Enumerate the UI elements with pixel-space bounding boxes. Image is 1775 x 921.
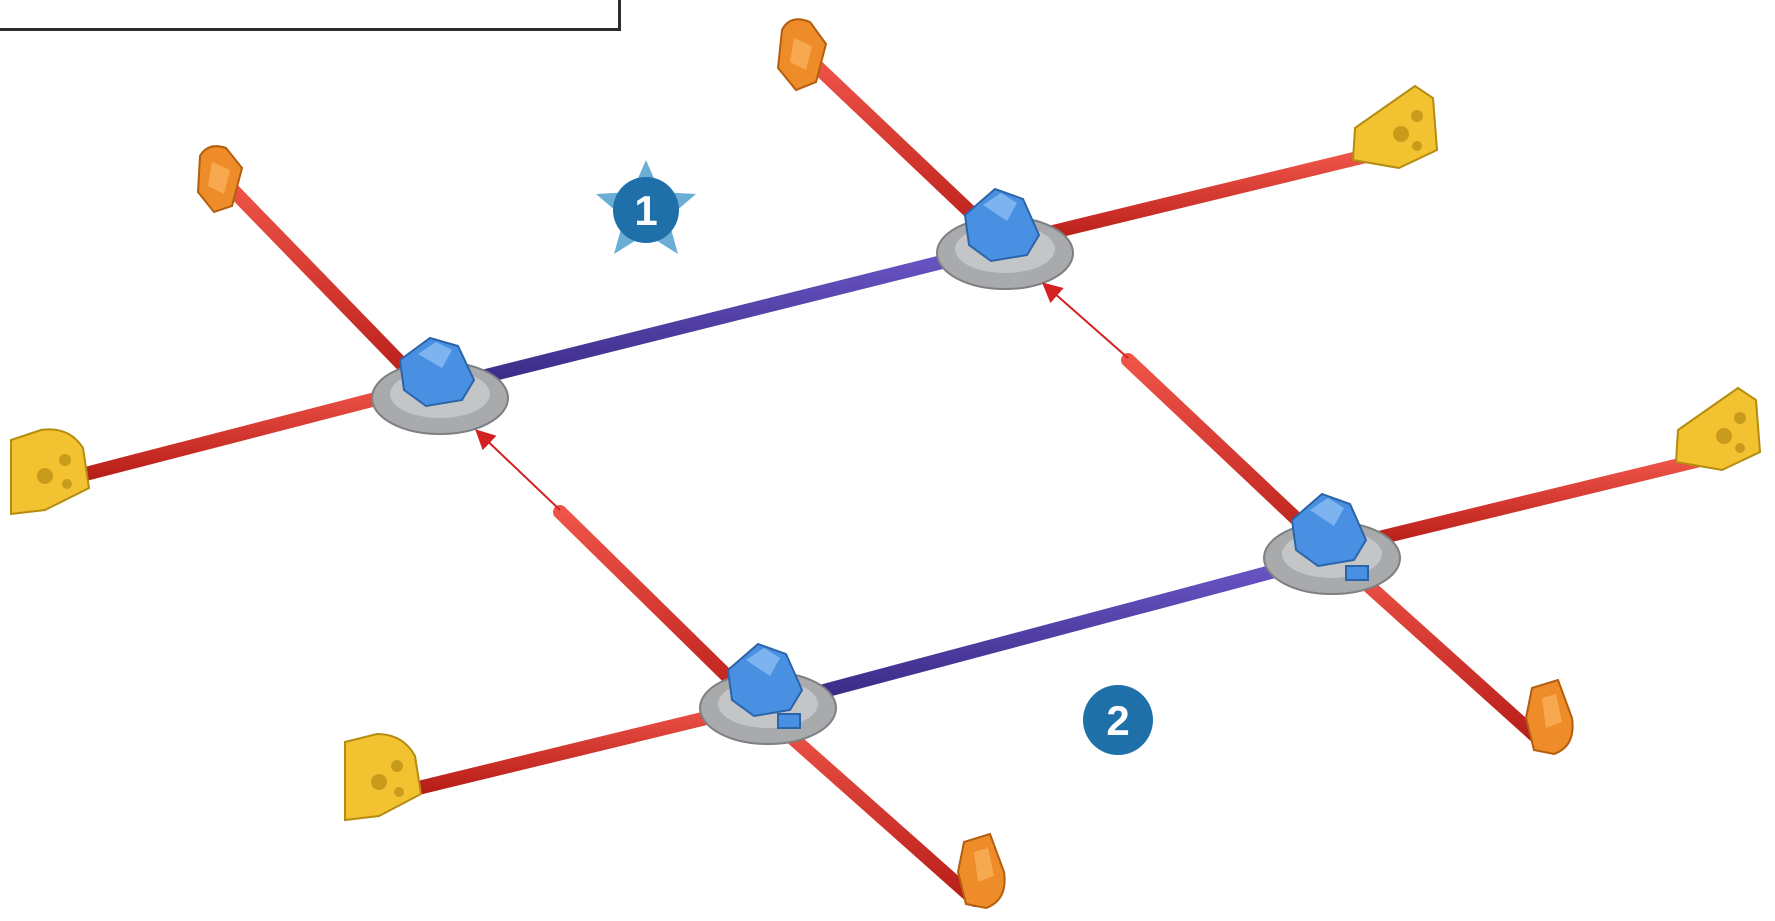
purple-rod-bottom <box>783 548 1342 707</box>
step-number: 1 <box>634 187 657 234</box>
red-rod <box>1013 148 1377 247</box>
hub-bottom-right <box>1263 492 1401 595</box>
blue-connector <box>963 187 1041 263</box>
red-rod-lower-right <box>1333 553 1547 747</box>
orange-connector <box>776 18 828 92</box>
blue-clip <box>1345 565 1369 581</box>
rods-top-left <box>63 175 437 485</box>
orange-connector <box>956 832 1006 910</box>
orange-connector <box>196 145 244 214</box>
step-badge-1: 1 <box>596 160 696 254</box>
red-rod <box>63 378 437 485</box>
red-rod-lower-left-side <box>403 698 767 797</box>
red-rod-lower-left <box>763 711 982 907</box>
step-badge-2: 2 <box>1083 685 1153 755</box>
hub-top-left <box>371 336 509 435</box>
red-rod <box>218 175 432 395</box>
arrow-icon <box>1041 282 1129 359</box>
blue-clip <box>777 713 801 729</box>
red-rod-lower-right-side <box>1343 453 1707 552</box>
arrow-icon <box>475 429 561 511</box>
yellow-connector <box>10 428 91 516</box>
purple-rod-top <box>443 238 1017 392</box>
blue-connector <box>398 336 476 408</box>
step-number: 2 <box>1106 697 1129 744</box>
rods-top-right <box>803 53 1377 252</box>
instruction-box-frame <box>0 0 621 31</box>
yellow-connector <box>344 732 423 822</box>
blue-connector <box>1290 492 1368 568</box>
yellow-connector <box>1351 84 1439 170</box>
hub-bottom-left <box>699 642 837 745</box>
blue-connector <box>726 642 804 718</box>
hub-top-right <box>936 187 1074 290</box>
yellow-connector <box>1674 386 1762 472</box>
orange-connector <box>1524 678 1574 756</box>
